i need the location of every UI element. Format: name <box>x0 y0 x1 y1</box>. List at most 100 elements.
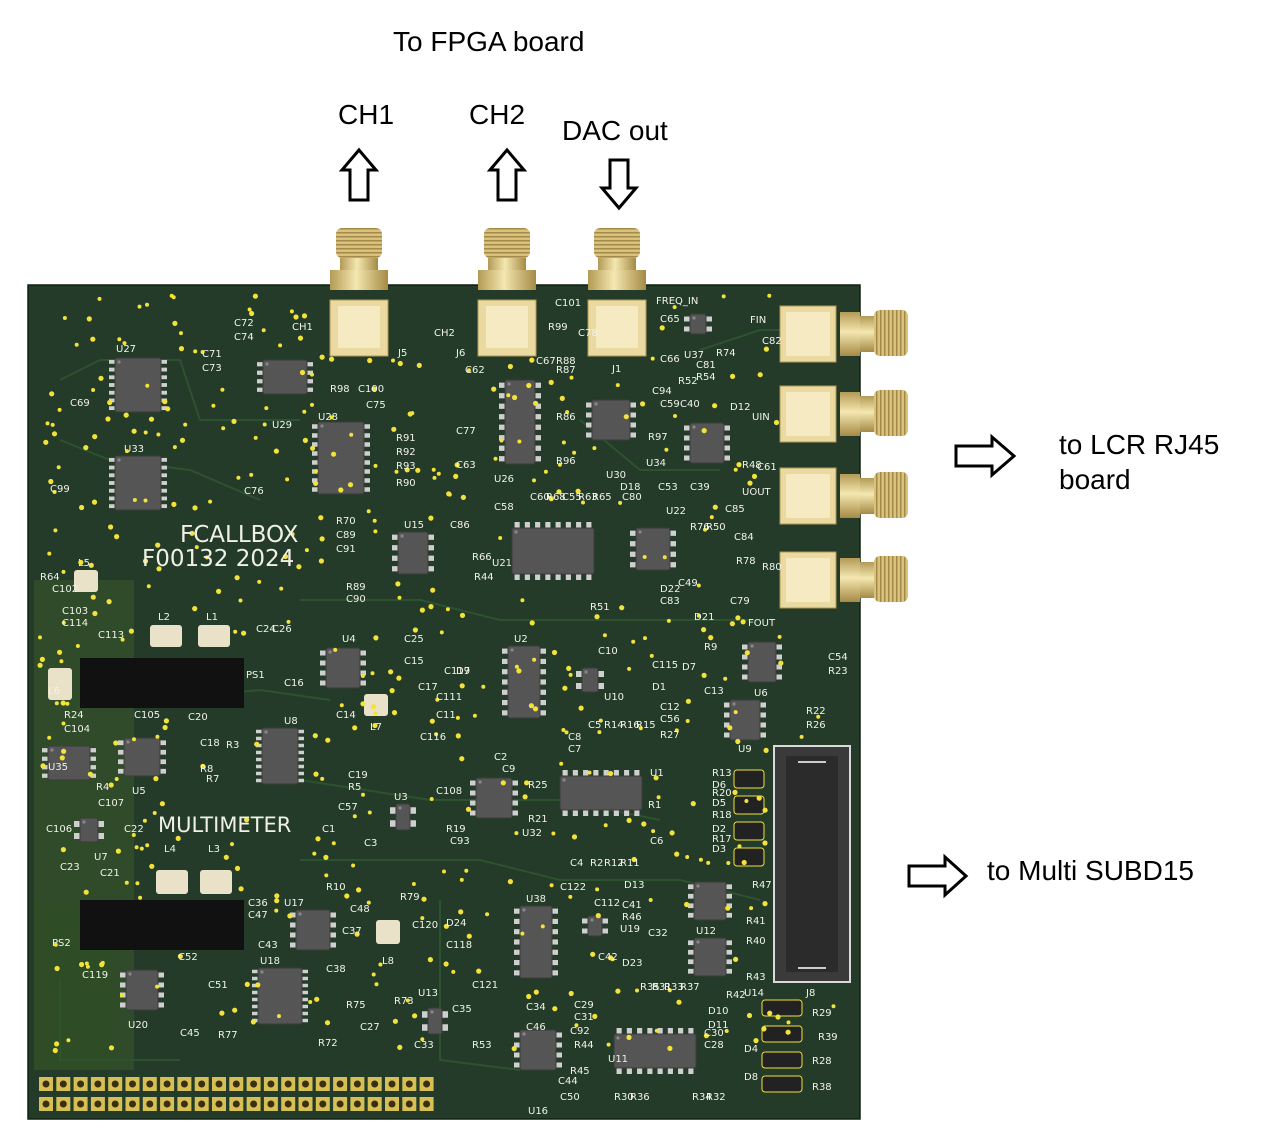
silk-passive-label: D5 <box>712 798 726 809</box>
ic-u10: U10 <box>576 667 624 703</box>
silk-u3: U3 <box>394 792 408 803</box>
silk-passive-label: C72 <box>234 318 254 329</box>
silk-passive-label: C25 <box>404 634 424 645</box>
silk-passive-label: R97 <box>648 432 668 443</box>
silk-passive-label: R46 <box>622 912 642 923</box>
ic-u11: U11 <box>608 1028 697 1074</box>
to-fpga-label: To FPGA board <box>393 26 585 57</box>
arrow-down-dac-icon <box>598 158 640 211</box>
silk-passive-label: R23 <box>828 666 848 677</box>
silk-passive-label: C61 <box>757 462 777 473</box>
silk-passive-label: C104 <box>64 724 90 735</box>
silk-passive-label: R96 <box>556 456 576 467</box>
silk-passive-label: R93 <box>396 461 416 472</box>
silk-passive-label: C79 <box>730 596 750 607</box>
silk-u12: U12 <box>696 926 716 937</box>
silk-j5: J5 <box>397 348 407 359</box>
silk-u21: U21 <box>492 558 512 569</box>
sma-connector-ch1-icon <box>329 228 389 357</box>
silk-l3: L3 <box>208 844 220 855</box>
silk-passive-label: R26 <box>806 720 826 731</box>
dac-out-label: DAC out <box>562 115 668 146</box>
inductor-l3-icon <box>200 870 232 894</box>
silk-u26: U26 <box>494 474 514 485</box>
silk-u5: U5 <box>132 786 146 797</box>
silk-passive-label: D1 <box>652 682 666 693</box>
silk-passive-label: C60 <box>530 492 550 503</box>
silk-passive-label: R78 <box>736 556 756 567</box>
silk-u33: U33 <box>124 444 144 455</box>
to-lcr-label-line1: to LCR RJ45 <box>1059 429 1220 460</box>
silk-passive-label: R21 <box>528 814 548 825</box>
silk-passive-label: C115 <box>652 660 678 671</box>
silk-passive-label: R3 <box>226 740 239 751</box>
silk-uout: UOUT <box>742 487 772 498</box>
silk-u37: U37 <box>684 350 704 361</box>
silk-passive-label: R79 <box>400 892 420 903</box>
silk-passive-label: D13 <box>624 880 644 891</box>
silk-passive-label: R80 <box>762 562 782 573</box>
silk-passive-label: C45 <box>180 1028 200 1039</box>
silk-u9: U9 <box>738 744 752 755</box>
silk-passive-label: C116 <box>420 732 446 743</box>
ic-u3: U3 <box>390 792 416 831</box>
silk-passive-label: R25 <box>528 780 548 791</box>
j8-pin-header-icon <box>773 745 851 983</box>
arrow-right-multi-icon <box>907 853 969 899</box>
silk-passive-label: C12 <box>660 702 680 713</box>
silk-passive-label: R48 <box>742 460 762 471</box>
silk-passive-label: C92 <box>570 1026 590 1037</box>
silk-passive-label: C23 <box>60 862 80 873</box>
silk-passive-label: R29 <box>812 1008 832 1019</box>
silk-passive-label: C22 <box>124 824 144 835</box>
silk-fout: FOUT <box>748 618 776 629</box>
silk-passive-label: R88 <box>556 356 576 367</box>
silk-passive-label: R19 <box>446 824 466 835</box>
ch2-label: CH2 <box>469 99 526 130</box>
silk-passive-label: C20 <box>188 712 208 723</box>
silk-passive-label: C58 <box>494 502 514 513</box>
ps1-module <box>80 658 244 708</box>
silk-passive-label: R99 <box>548 322 568 333</box>
silk-passive-label: C33 <box>414 1040 434 1051</box>
silk-passive-label: C118 <box>446 940 472 951</box>
silk-passive-label: R51 <box>590 602 610 613</box>
silk-passive-label: R10 <box>326 882 346 893</box>
sma-connector-uout-icon <box>779 467 908 525</box>
silk-passive-label: R34 <box>692 1092 712 1103</box>
ic-u38: U38 <box>514 894 558 979</box>
ic-u20: U20 <box>120 969 164 1031</box>
silk-passive-label: D23 <box>622 958 642 969</box>
ic-u19: U19 <box>582 915 640 937</box>
silk-passive-label: C13 <box>704 686 724 697</box>
silk-l4: L4 <box>164 844 176 855</box>
silk-passive-label: R17 <box>712 834 732 845</box>
silk-u29: U29 <box>272 420 292 431</box>
sma-connector-uin-icon <box>779 385 908 443</box>
multimeter-label: MULTIMETER <box>158 813 291 837</box>
silk-passive-label: C82 <box>762 336 782 347</box>
silk-passive-label: C50 <box>560 1092 580 1103</box>
silk-passive-label: C34 <box>526 1002 546 1013</box>
silk-passive-label: R53 <box>472 1040 492 1051</box>
silk-passive-label: C76 <box>244 486 264 497</box>
silk-passive-label: C54 <box>828 652 848 663</box>
silk-passive-label: C38 <box>326 964 346 975</box>
silk-passive-label: C24 <box>256 624 276 635</box>
inductor-l6-icon <box>48 668 72 700</box>
inductor-l4-icon <box>156 870 188 894</box>
silk-passive-label: C51 <box>208 980 228 991</box>
ic-u13: U13 <box>418 988 448 1035</box>
to-lcr-label-line2: board <box>1059 464 1131 495</box>
silk-passive-label: C48 <box>350 904 370 915</box>
ic-u16: U16 <box>514 1029 562 1117</box>
resistor-r39-icon <box>761 1025 803 1043</box>
silk-passive-label: R18 <box>712 810 732 821</box>
sma-connector-dac-icon <box>587 228 647 357</box>
silk-u17: U17 <box>284 898 304 909</box>
silk-u35: U35 <box>48 762 68 773</box>
silk-u30: U30 <box>606 470 626 481</box>
silk-passive-label: C85 <box>725 504 745 515</box>
silk-passive-label: R15 <box>636 720 656 731</box>
